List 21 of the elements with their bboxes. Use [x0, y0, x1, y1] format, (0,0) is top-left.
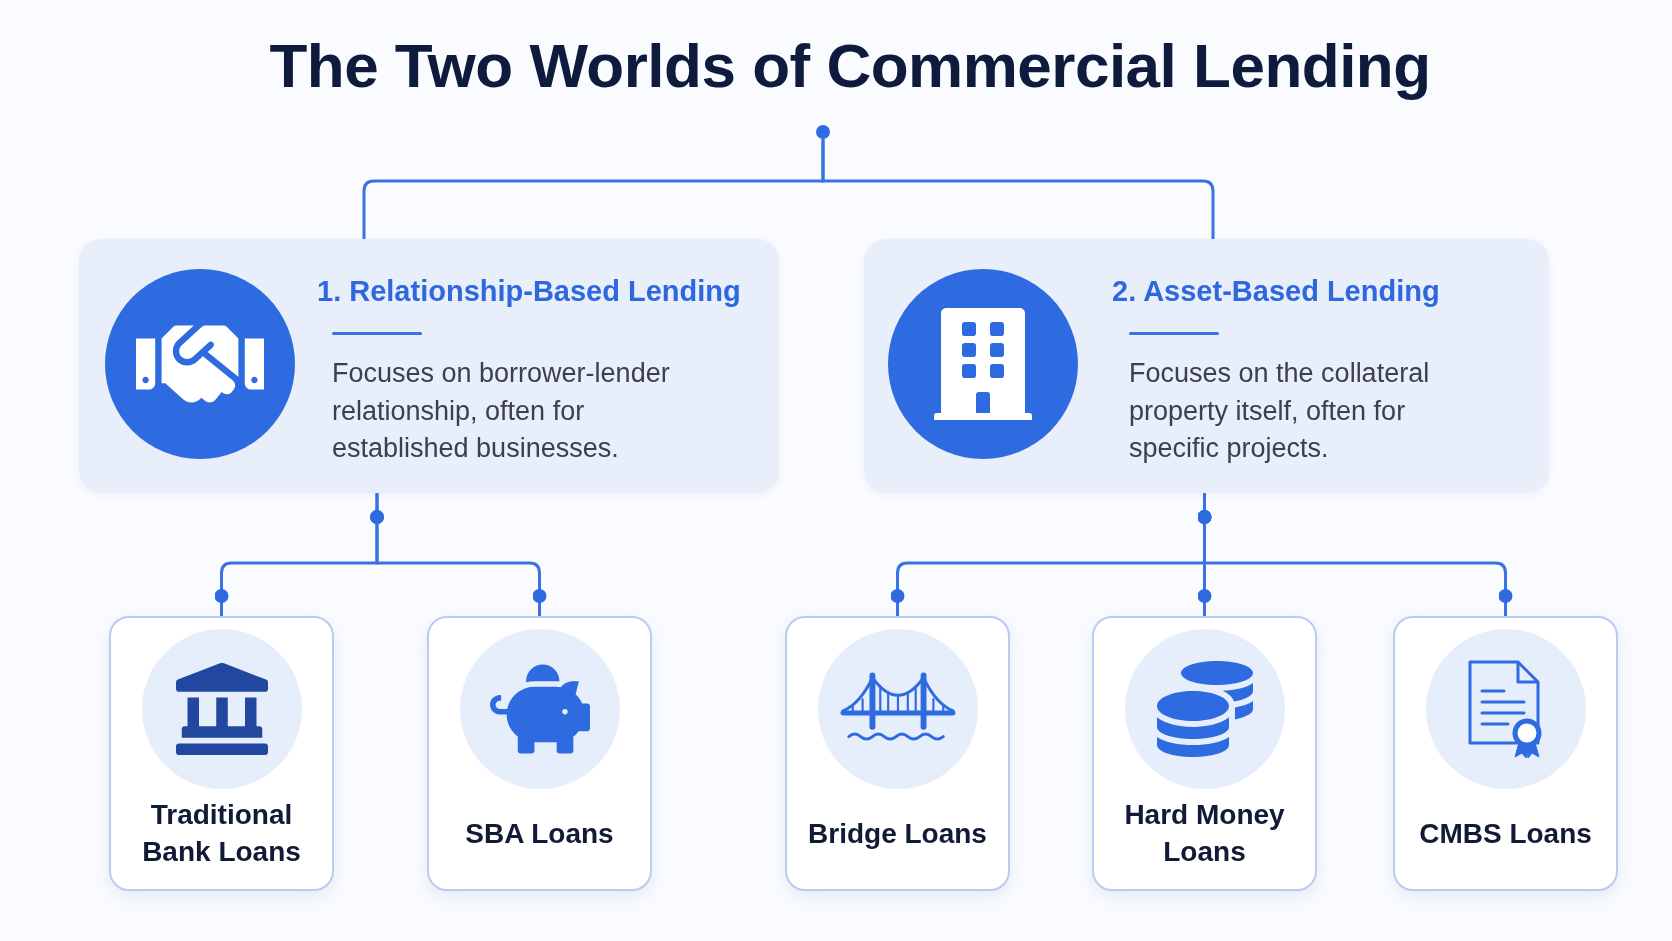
connector-line [370, 493, 547, 616]
panel-description: Focuses on borrower-lender relationship, often for established businesses. [332, 357, 671, 465]
connector-line [821, 139, 1215, 239]
loan-type-card [785, 616, 1010, 891]
diagram-title: The Two Worlds of Commercial Lending [269, 30, 1431, 102]
panel-heading: 2. Asset-Based Lending [1112, 274, 1440, 308]
card-label: CMBS Loans [1419, 816, 1592, 851]
loan-type-card [1092, 616, 1317, 891]
category-panel [864, 239, 1549, 493]
loan-type-card [427, 616, 652, 891]
card-label: SBA Loans [465, 816, 614, 851]
panel-heading: 1. Relationship-Based Lending [317, 274, 741, 308]
connector-line [1197, 493, 1513, 616]
category-panel [79, 239, 779, 493]
card-label: Traditional Bank Loans [141, 798, 302, 869]
junction-dot [816, 125, 830, 139]
loan-type-card [1393, 616, 1618, 891]
card-label: Hard Money Loans [1123, 798, 1286, 869]
panel-description: Focuses on the collateral property itself, often for specific projects. [1129, 357, 1431, 465]
card-label: Bridge Loans [808, 816, 987, 851]
loan-type-card [109, 616, 334, 891]
